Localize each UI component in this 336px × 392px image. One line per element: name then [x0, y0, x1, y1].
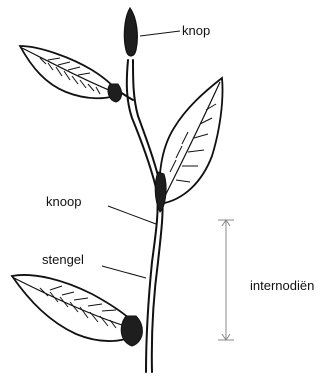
- leader-knoop: [108, 206, 156, 224]
- upper-left-leaf: [20, 46, 122, 102]
- label-stengel: stengel: [42, 252, 84, 267]
- leader-stengel: [102, 266, 146, 278]
- top-bud: [124, 8, 137, 56]
- lower-left-leaf: [12, 275, 142, 346]
- label-knop: knop: [182, 23, 210, 38]
- label-internodien: internodiën: [250, 278, 314, 293]
- right-leaf: [155, 78, 222, 212]
- label-knoop: knoop: [46, 194, 81, 209]
- internode-span-indicator: [218, 220, 234, 340]
- leader-knop: [140, 31, 180, 36]
